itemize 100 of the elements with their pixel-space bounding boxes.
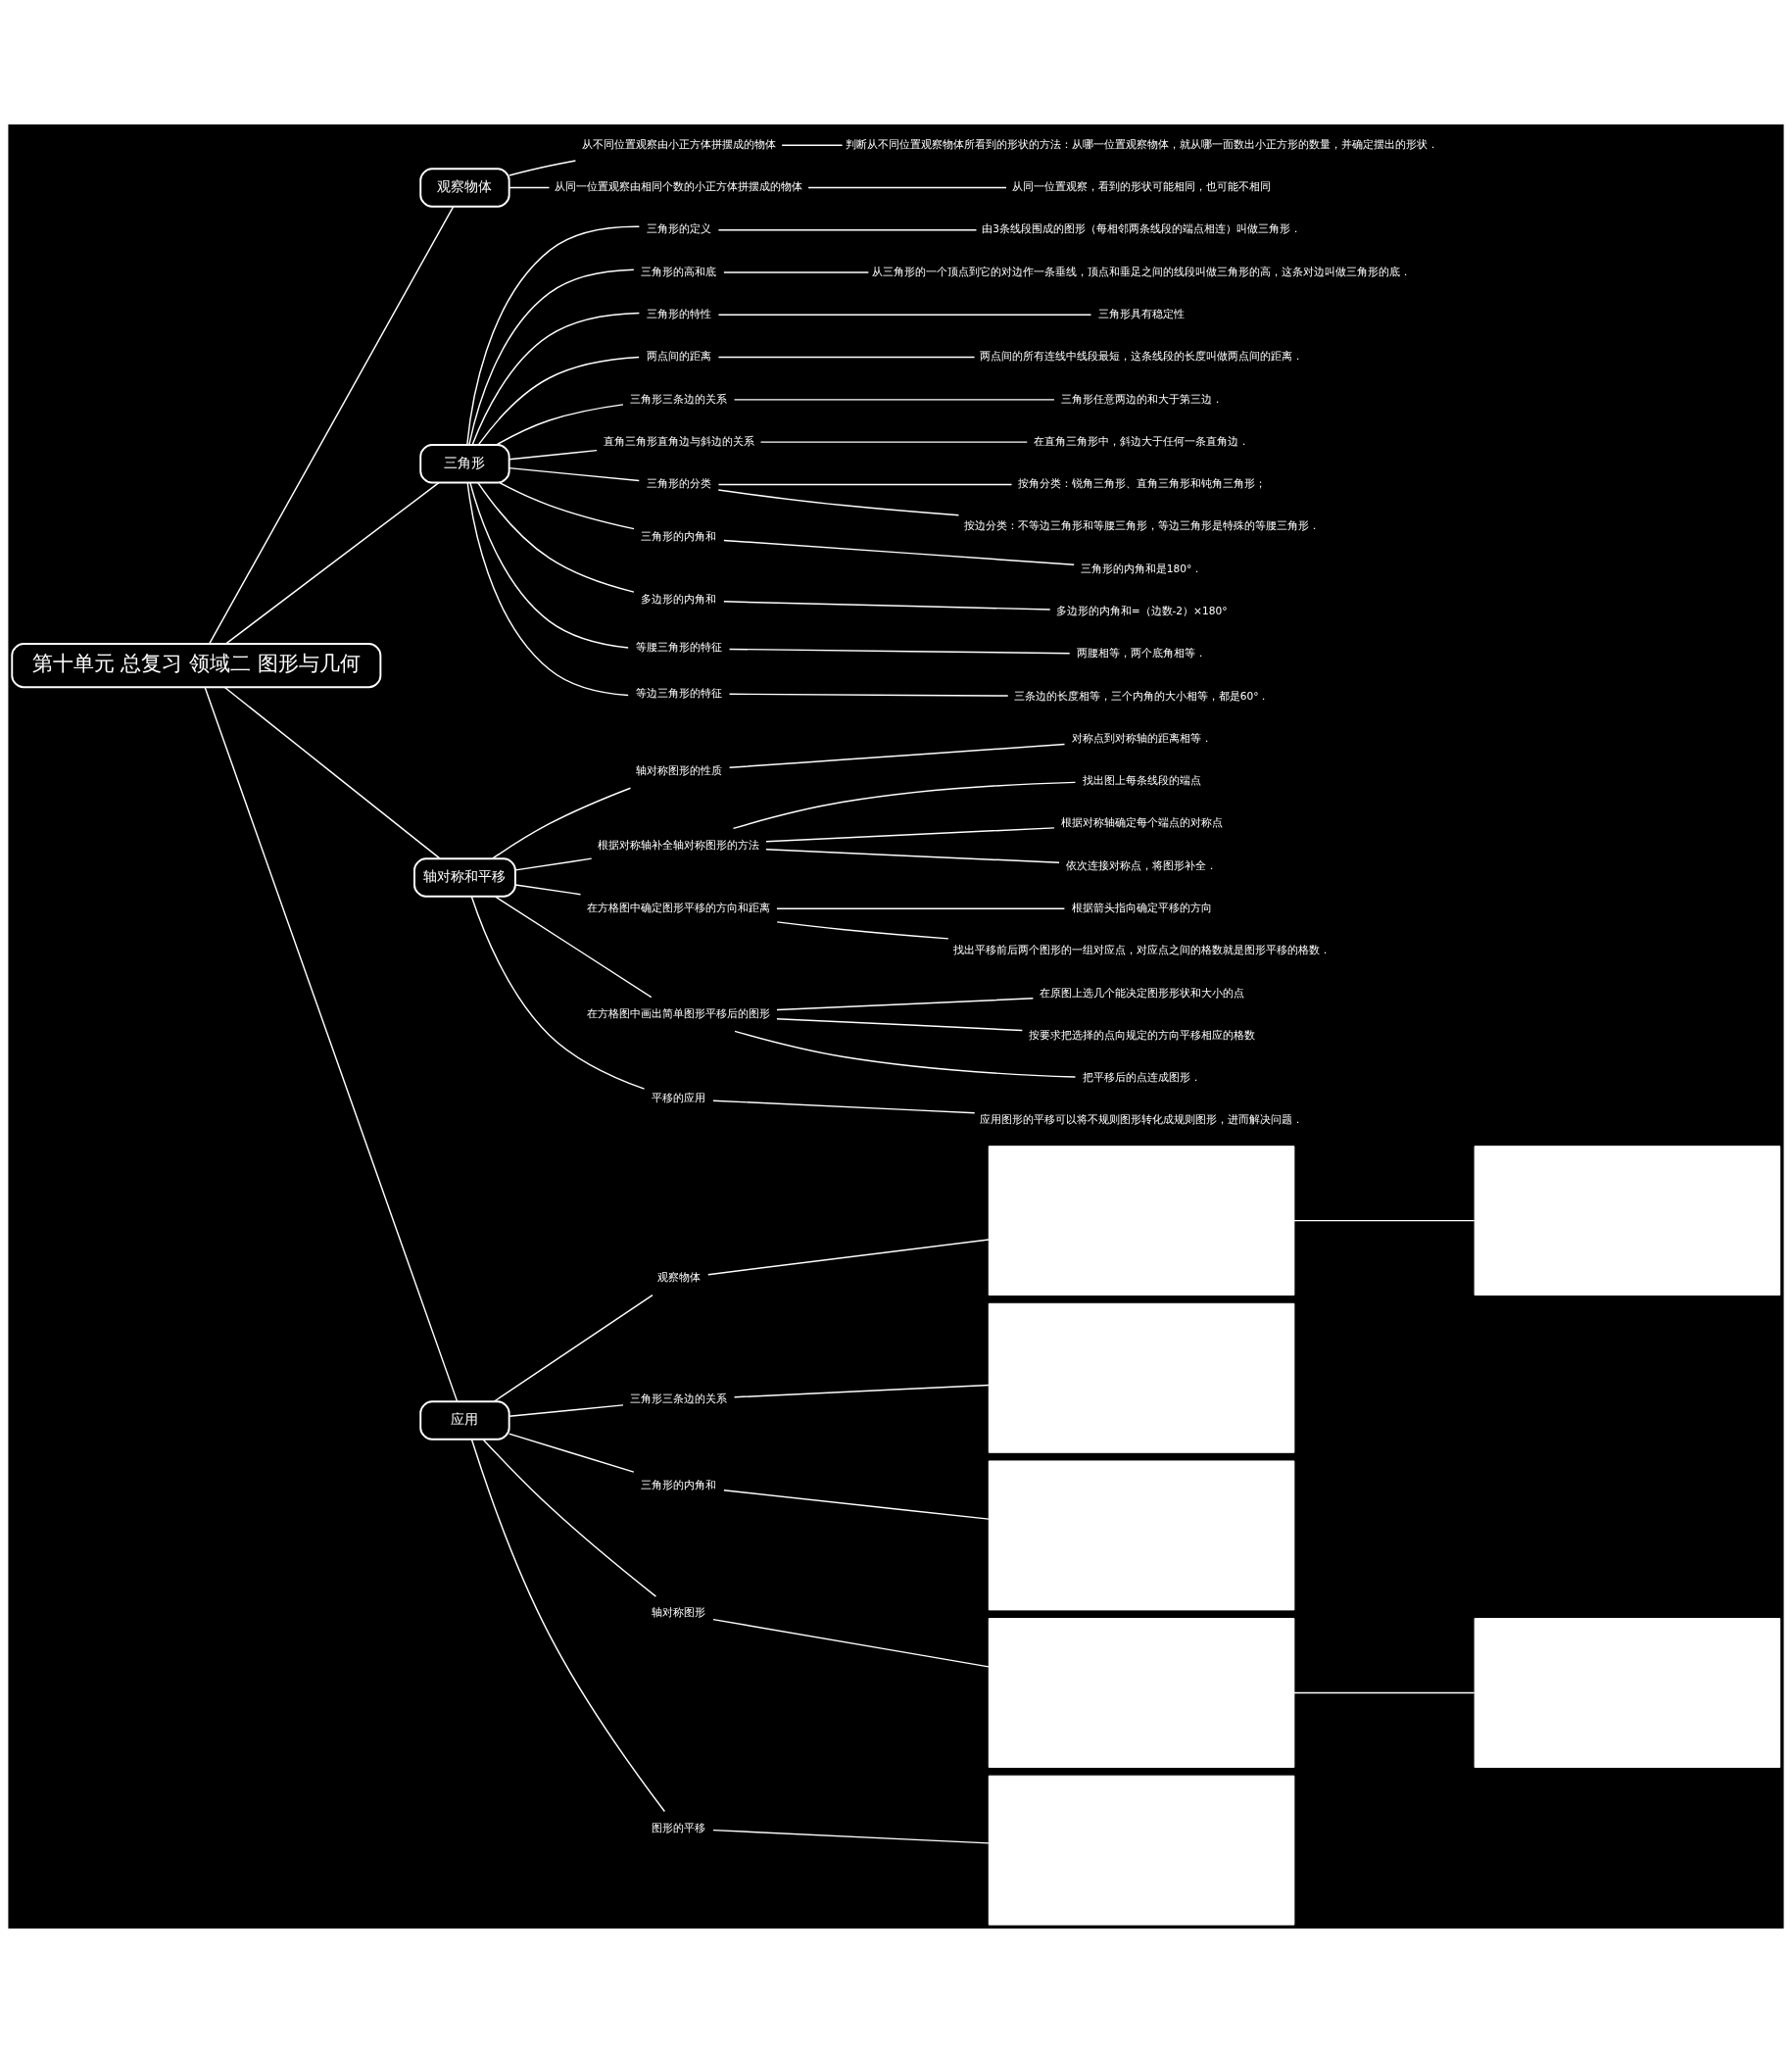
node-box: [1474, 1145, 1781, 1295]
node-text: 三角形的内角和是180°．: [1080, 562, 1203, 574]
connector: [717, 488, 960, 516]
node-text: 三角形的高和底: [641, 265, 717, 277]
connector: [765, 848, 1060, 863]
connector: [807, 186, 1007, 188]
connector: [494, 895, 653, 998]
node-box: 观察物体: [419, 167, 510, 208]
connector: [470, 1438, 666, 1812]
node-box: [988, 1302, 1295, 1453]
node-text: 按要求把选择的点向规定的方向平移相应的格数: [1028, 1028, 1255, 1041]
node-text: 多边形的内角和: [641, 592, 717, 605]
node-text: 三角形三条边的关系: [630, 1392, 728, 1404]
connector: [717, 483, 1013, 485]
connector: [495, 403, 624, 446]
connector: [728, 743, 1066, 768]
node-box: 三角形: [419, 443, 510, 483]
connector: [717, 228, 978, 230]
connector: [224, 481, 440, 645]
node-text: 两点间的距离: [646, 349, 711, 362]
node-text: 在原图上选几个能决定图形形状和大小的点: [1039, 986, 1244, 999]
node-box: 第十单元 总复习 领域二 图形与几何: [11, 642, 382, 688]
node-text: 等边三角形的特征: [635, 686, 722, 699]
node-box: [1474, 1617, 1781, 1768]
connector: [491, 787, 632, 859]
node-box: [988, 1617, 1295, 1768]
connector: [759, 440, 1028, 443]
connector: [776, 1017, 1024, 1031]
connector: [466, 481, 629, 696]
node-text: 把平移后的点连成图形．: [1082, 1070, 1201, 1083]
node-text: 等腰三角形的特征: [635, 640, 722, 653]
connector: [1293, 1691, 1476, 1693]
node-box: 轴对称和平移: [413, 856, 516, 898]
connector: [1293, 1219, 1476, 1221]
node-text: 三角形的分类: [646, 476, 711, 489]
node-text: 按边分类：不等边三角形和等腰三角形，等边三角形是特殊的等腰三角形．: [963, 518, 1320, 531]
node-text: 找出平移前后两个图形的一组对应点，对应点之间的格数就是图形平移的格数．: [952, 943, 1331, 955]
node-text: 三角形任意两边的和大于第三边．: [1060, 392, 1223, 405]
node-text: 从不同位置观察由小正方体拼摆成的物体: [581, 137, 776, 150]
connector: [466, 225, 641, 446]
node-text: 多边形的内角和=（边数-2）×180°: [1055, 604, 1228, 616]
connector: [717, 356, 976, 358]
connector: [477, 481, 635, 593]
connector: [468, 269, 635, 446]
connector: [477, 356, 640, 445]
connector: [717, 314, 1092, 316]
node-box: [988, 1145, 1295, 1295]
node-text: 由3条线段围成的图形（每相邻两条线段的端点相连）叫做三角形．: [982, 221, 1301, 234]
connector: [514, 856, 593, 871]
node-text: 在方格图中确定图形平移的方向和距离: [587, 901, 771, 913]
node-text: 从同一位置观察由相同个数的小正方体拼摆成的物体: [555, 179, 803, 192]
connector: [712, 1618, 990, 1668]
connector: [776, 907, 1066, 909]
connector: [509, 1403, 624, 1417]
node-text: 对称点到对称轴的距离相等．: [1071, 731, 1212, 744]
connector: [723, 600, 1051, 611]
node-text: 轴对称图形的性质: [635, 763, 722, 776]
node-text: 两腰相等，两个底角相等．: [1077, 646, 1207, 659]
connector: [509, 466, 640, 481]
connector: [493, 1294, 654, 1402]
connector: [723, 270, 870, 273]
connector: [509, 159, 577, 176]
node-text: 三角形三条边的关系: [630, 392, 728, 405]
connector: [728, 693, 1009, 697]
connector: [776, 920, 949, 940]
connector: [712, 1099, 976, 1113]
node-box: [988, 1775, 1295, 1926]
connector: [509, 186, 551, 188]
connector: [765, 826, 1055, 842]
connector: [223, 686, 441, 859]
node-text: 根据对称轴补全轴对称图形的方法: [598, 838, 760, 851]
node-text: 从三角形的一个顶点到它的对边作一条垂线，顶点和垂足之间的线段叫做三角形的高，这条对边叫做三角形的底．: [872, 265, 1412, 277]
connector: [781, 143, 844, 146]
node-text: 判断从不同位置观察物体所看到的形状的方法：从哪一位置观察物体，就从哪一面数出小正方形的数量，并确定摆出的形状．: [845, 137, 1438, 150]
node-text: 三角形的定义: [646, 221, 711, 234]
node-text: 应用图形的平移可以将不规则图形转化成规则图形，进而解决问题．: [980, 1112, 1304, 1125]
connector: [723, 1489, 990, 1520]
connector: [728, 648, 1071, 654]
node-text: 根据对称轴确定每个端点的对称点: [1060, 815, 1223, 828]
node-text: 找出图上每条线段的端点: [1082, 773, 1201, 786]
node-text: 三角形的特性: [646, 307, 711, 319]
node-text: 轴对称图形: [652, 1605, 706, 1618]
connector: [734, 1030, 1077, 1078]
node-text: 图形的平移: [652, 1821, 706, 1833]
node-text: 三角形的内角和: [641, 529, 717, 542]
connector: [471, 312, 641, 446]
node-box: [988, 1459, 1295, 1610]
node-text: 三角形的内角和: [641, 1478, 717, 1490]
connector: [469, 481, 629, 649]
connector: [733, 398, 1055, 401]
connector: [499, 481, 635, 529]
node-box: 应用: [419, 1399, 510, 1441]
connector: [208, 205, 455, 645]
connector: [723, 539, 1075, 565]
node-text: 直角三角形直角边与斜边的关系: [603, 434, 754, 447]
connector: [482, 1438, 657, 1597]
connector: [733, 1384, 990, 1397]
connector: [514, 883, 582, 895]
node-text: 从同一位置观察，看到的形状可能相同，也可能不相同: [1012, 179, 1272, 192]
node-text: 两点间的所有连线中线段最短，这条线段的长度叫做两点间的距离．: [980, 349, 1304, 362]
